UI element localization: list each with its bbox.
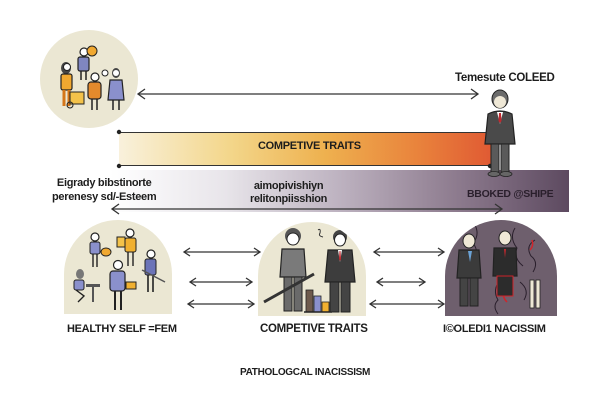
- connector-arrow-1-bottom: [186, 299, 256, 309]
- cracked-isolation-icon: [456, 224, 541, 315]
- orange-band-label: COMPETIVE TRAITS: [258, 140, 361, 152]
- businessman-icon: [484, 89, 516, 177]
- left-middle-line-2: perenesy sd/-Esteem: [52, 191, 157, 203]
- left-middle-label: Eigrady bibstinorte perenesy sd/-Esteem: [52, 176, 157, 204]
- stage-label-healthy-self-esteem: HEALTHY SELF =FEM: [67, 323, 177, 335]
- stage-competitive-traits-circle: [258, 222, 366, 316]
- center-middle-line-2: relitonpiisshion: [250, 193, 328, 205]
- left-middle-line-1: Eigrady bibstinorte: [56, 177, 152, 189]
- people-group-icon: [60, 45, 125, 110]
- stage-label-competitive-traits: COMPETIVE TRAITS: [260, 323, 368, 335]
- stage-healthy-self-esteem-circle: [64, 220, 172, 314]
- connector-arrow-1-mid: [188, 277, 254, 287]
- center-middle-label: aimopivishiyn relitonpiisshion: [250, 180, 327, 206]
- connector-arrow-2-top: [372, 247, 446, 257]
- competitors-chart-icon: [263, 228, 356, 313]
- relationship-band: [110, 170, 569, 212]
- connector-arrow-1-top: [182, 247, 262, 257]
- connector-arrow-2-bottom: [368, 299, 446, 309]
- connector-arrow-2-mid: [375, 277, 427, 287]
- competitive-traits-band: [119, 132, 492, 166]
- right-band-label: BBOKED @SHIPE: [467, 188, 554, 200]
- top-right-label: Temesute COLEED: [455, 72, 555, 84]
- footer-label: PATHOLOGCAL INACISSISM: [240, 367, 371, 378]
- stage-label-isolated-narcissism: I©OLEDI1 NACISSIM: [443, 323, 546, 335]
- top-group-circle: [40, 30, 138, 128]
- people-activities-icon: [73, 228, 166, 310]
- stage-isolated-narcissism-circle: [445, 220, 557, 316]
- center-middle-line-1: aimopivishiyn: [253, 180, 324, 192]
